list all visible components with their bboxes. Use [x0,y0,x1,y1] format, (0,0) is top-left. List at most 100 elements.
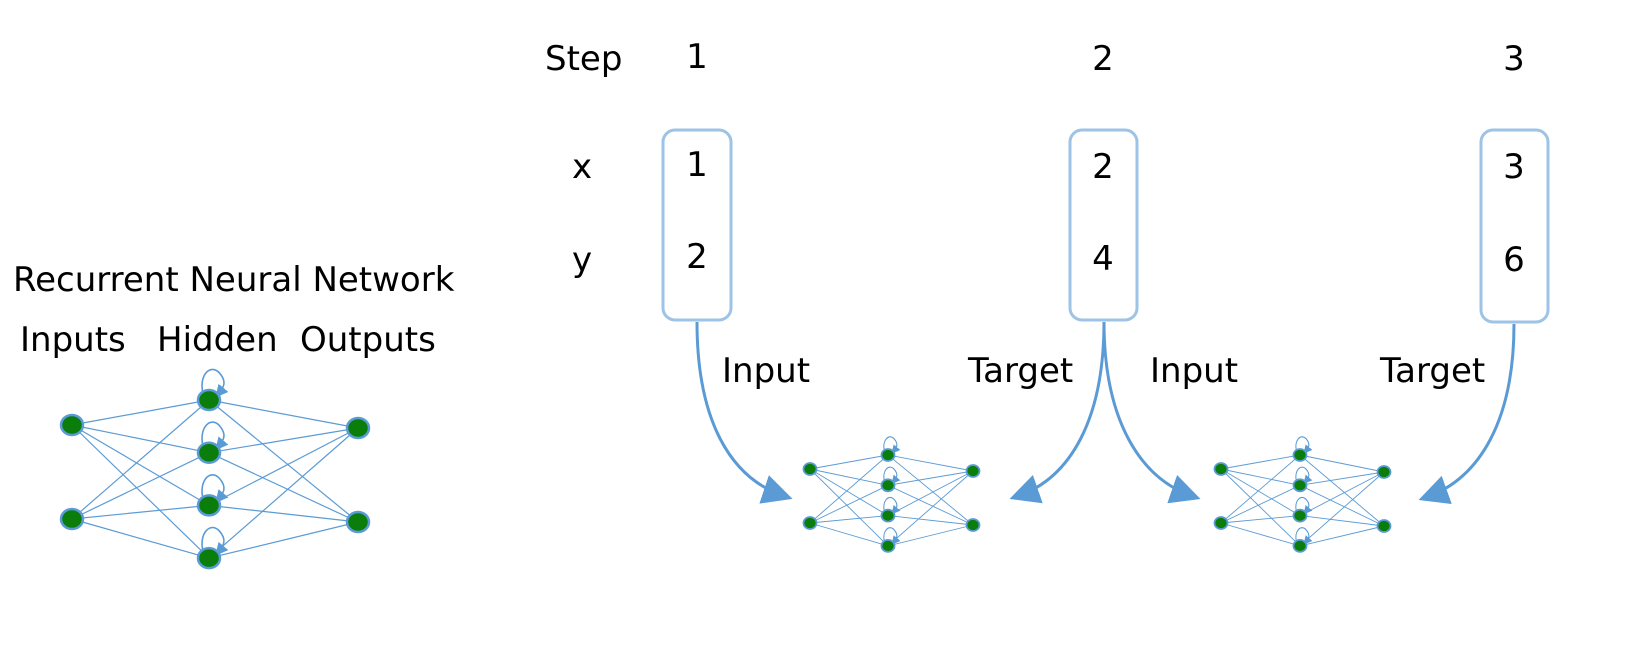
input-node-2 [1213,516,1229,530]
step-2-x-value: 2 [1092,147,1114,187]
hidden-node-4 [196,546,222,570]
edge-input-2-hidden-4 [1220,522,1301,547]
recurrent-loop-hidden-1 [201,368,229,398]
arrow-label-target-2: Target [1379,351,1485,391]
input-node-2 [59,507,85,531]
input-node-1 [1213,462,1229,476]
output-node-1 [965,464,981,478]
edge-hidden-4-output-2 [887,524,974,547]
edge-hidden-4-output-2 [1299,525,1385,547]
edge-hidden-1-output-2 [208,399,359,523]
edge-input-2-hidden-3 [809,515,889,524]
edge-hidden-1-output-2 [1299,454,1385,527]
step-1-y-value: 2 [686,237,708,277]
step-number-3: 3 [1503,39,1525,79]
recurrent-loop-hidden-4 [883,527,901,545]
hidden-node-1 [196,388,222,412]
network-main [59,368,371,570]
edge-input-1-hidden-3 [1220,468,1301,516]
arrow-label-input-1: Input [722,351,810,391]
step-number-1: 1 [686,37,708,77]
recurrent-loop-hidden-1 [1295,436,1313,454]
edge-input-2-hidden-1 [1220,454,1301,524]
input-node-1 [802,462,818,476]
arrow-step2-input [1102,321,1201,504]
input-node-2 [802,516,818,530]
edge-input-1-hidden-4 [1220,468,1301,547]
edge-hidden-4-output-2 [208,521,359,559]
edge-hidden-3-output-1 [887,470,974,516]
output-node-2 [1376,519,1392,533]
edge-hidden-3-output-1 [208,427,359,506]
edge-hidden-3-output-1 [1299,471,1385,516]
edge-input-2-hidden-4 [71,518,210,559]
recurrent-loop-hidden-2 [1295,466,1313,485]
hidden-node-2 [196,441,222,464]
hidden-node-3 [1292,508,1308,523]
hidden-node-2 [1292,478,1308,493]
row-label-x: x [572,147,592,187]
network-step-2 [1213,436,1392,553]
edge-hidden-3-output-2 [1299,515,1385,527]
recurrent-loop-hidden-3 [1295,496,1313,515]
edge-input-1-hidden-3 [71,424,210,506]
network-title: Recurrent Neural Network [13,260,455,300]
step-number-2: 2 [1092,39,1114,79]
step-3-x-value: 3 [1503,147,1525,187]
hidden-node-3 [880,508,896,523]
edge-hidden-4-output-1 [208,427,359,559]
recurrent-loop-hidden-2 [201,421,229,451]
layer-label-hidden: Hidden [157,320,278,360]
hidden-node-4 [1292,539,1308,553]
edge-input-1-hidden-1 [71,399,210,426]
edge-input-1-hidden-4 [809,468,889,547]
edge-input-1-hidden-2 [1220,468,1301,486]
step-box-1 [661,128,733,322]
edge-hidden-2-output-1 [1299,471,1385,486]
output-node-2 [345,510,371,534]
edge-input-2-hidden-2 [71,452,210,520]
edge-input-1-hidden-1 [809,454,889,470]
edge-hidden-2-output-2 [887,484,974,526]
row-label-y: y [572,240,592,280]
edge-hidden-3-output-2 [208,504,359,523]
hidden-node-1 [880,448,896,462]
edge-hidden-4-output-1 [887,470,974,547]
input-node-1 [59,413,85,437]
step-3-y-value: 6 [1503,240,1525,280]
recurrent-loop-hidden-4 [201,526,229,556]
edge-hidden-2-output-1 [887,470,974,486]
edge-input-2-hidden-3 [71,504,210,520]
edge-input-2-hidden-1 [809,454,889,524]
edge-input-1-hidden-1 [1220,454,1301,470]
edge-hidden-1-output-1 [887,454,974,472]
arrow-label-target-1: Target [967,351,1073,391]
layer-label-outputs: Outputs [300,320,436,360]
edge-input-2-hidden-2 [809,484,889,524]
edge-hidden-1-output-2 [887,454,974,526]
edge-hidden-1-output-1 [1299,454,1385,473]
output-node-2 [965,518,981,532]
edge-hidden-2-output-2 [1299,484,1385,527]
edge-input-2-hidden-3 [1220,515,1301,524]
edge-input-1-hidden-4 [71,424,210,559]
edge-hidden-4-output-1 [1299,471,1385,547]
network-step-1 [802,436,981,553]
output-node-1 [345,416,371,440]
edge-hidden-3-output-2 [887,515,974,526]
hidden-node-3 [196,494,222,517]
row-label-step: Step [545,39,622,79]
recurrent-loop-hidden-4 [1295,527,1313,545]
recurrent-loop-hidden-3 [883,496,901,515]
step-box-3 [1479,128,1550,324]
hidden-node-4 [880,539,896,553]
arrow-step1-input [695,321,793,504]
step-1-x-value: 1 [686,145,708,185]
edge-input-1-hidden-2 [71,424,210,454]
edge-hidden-2-output-2 [208,452,359,523]
arrow-step2-target [1009,321,1106,504]
arrow-label-input-2: Input [1150,351,1238,391]
arrow-step3-target [1418,323,1516,505]
edge-input-1-hidden-3 [809,468,889,516]
edge-input-1-hidden-2 [809,468,889,486]
